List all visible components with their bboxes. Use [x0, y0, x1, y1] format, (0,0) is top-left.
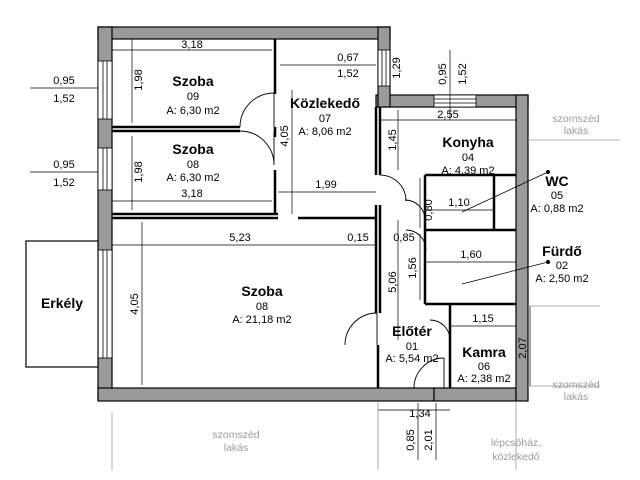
dimension-texts: 3,18 1,98 0,67 1,52 1,29 0,95 1,52 4,05 … [53, 39, 529, 451]
svg-text:szomszéd: szomszéd [552, 113, 599, 125]
svg-text:07: 07 [319, 113, 331, 125]
svg-text:2,55: 2,55 [437, 109, 458, 121]
svg-text:A: 6,30 m2: A: 6,30 m2 [166, 172, 219, 184]
svg-text:A: 0,88 m2: A: 0,88 m2 [530, 203, 583, 215]
svg-text:A: 2,38 m2: A: 2,38 m2 [457, 373, 510, 385]
svg-text:4,05: 4,05 [129, 293, 141, 314]
svg-text:0,80: 0,80 [423, 199, 435, 220]
svg-text:szomszéd: szomszéd [552, 379, 599, 391]
svg-text:1,99: 1,99 [315, 179, 336, 191]
svg-text:5,23: 5,23 [229, 232, 250, 244]
room-label-eloter-01: Előtér 01 A: 5,54 m2 [385, 323, 438, 365]
svg-text:04: 04 [462, 152, 474, 164]
svg-text:06: 06 [478, 361, 490, 373]
svg-text:3,18: 3,18 [181, 39, 202, 51]
svg-text:1,52: 1,52 [53, 177, 74, 189]
svg-text:Konyha: Konyha [442, 134, 494, 150]
room-label-furdo-02: Fürdő 02 A: 2,50 m2 [535, 243, 588, 285]
neighbor-label-right: szomszéd lakás [552, 113, 599, 137]
svg-text:01: 01 [406, 341, 418, 353]
windows [97, 49, 477, 359]
svg-text:0,15: 0,15 [347, 232, 368, 244]
svg-text:0,85: 0,85 [393, 232, 414, 244]
svg-text:Szoba: Szoba [172, 141, 213, 157]
svg-text:1,52: 1,52 [337, 68, 358, 80]
svg-text:02: 02 [556, 260, 568, 272]
svg-text:2,01: 2,01 [423, 429, 435, 450]
svg-text:szomszéd: szomszéd [212, 429, 259, 441]
svg-text:közlekedő: közlekedő [492, 451, 539, 463]
svg-text:A: 4,39 m2: A: 4,39 m2 [441, 165, 494, 177]
room-label-konyha-04: Konyha 04 A: 4,39 m2 [441, 134, 494, 177]
svg-text:Kamra: Kamra [462, 344, 506, 360]
svg-text:05: 05 [551, 190, 563, 202]
neighbor-label-bottom-right: szomszéd lakás [552, 379, 599, 403]
svg-text:A: 2,50 m2: A: 2,50 m2 [535, 273, 588, 285]
svg-text:1,45: 1,45 [387, 129, 399, 150]
balcony-outline [25, 240, 99, 368]
svg-text:3,18: 3,18 [181, 188, 202, 200]
svg-text:5,06: 5,06 [387, 271, 399, 292]
svg-text:08: 08 [256, 301, 268, 313]
svg-text:Szoba: Szoba [172, 73, 213, 89]
svg-text:WC: WC [545, 173, 568, 189]
svg-text:1,98: 1,98 [133, 161, 145, 182]
svg-text:0,95: 0,95 [53, 75, 74, 87]
svg-text:1,60: 1,60 [460, 249, 481, 261]
svg-text:0,85: 0,85 [405, 429, 417, 450]
balcony-label: Erkély [41, 295, 83, 311]
svg-text:1,52: 1,52 [53, 93, 74, 105]
svg-text:1,56: 1,56 [407, 257, 419, 278]
svg-text:lépcsőház,: lépcsőház, [491, 437, 541, 449]
svg-text:A: 21,18 m2: A: 21,18 m2 [232, 314, 291, 326]
svg-text:A: 6,30 m2: A: 6,30 m2 [166, 105, 219, 117]
svg-text:2,07: 2,07 [517, 337, 529, 358]
svg-text:lakás: lakás [564, 125, 589, 137]
svg-text:1,15: 1,15 [472, 313, 493, 325]
svg-text:A: 8,06 m2: A: 8,06 m2 [298, 126, 351, 138]
svg-text:1,29: 1,29 [391, 57, 403, 78]
stairwell-label: lépcsőház, közlekedő [491, 437, 541, 463]
svg-text:lakás: lakás [564, 391, 589, 403]
neighbor-lines [111, 139, 620, 470]
svg-text:4,05: 4,05 [279, 125, 291, 146]
room-label-wc-05: WC 05 A: 0,88 m2 [530, 173, 583, 215]
room-label-szoba-09: Szoba 09 A: 6,30 m2 [166, 73, 219, 117]
svg-text:1,10: 1,10 [448, 197, 469, 209]
svg-text:lakás: lakás [224, 442, 249, 454]
room-label-szoba-08-large: Szoba 08 A: 21,18 m2 [232, 283, 291, 326]
room-label-szoba-08-small: Szoba 08 A: 6,30 m2 [166, 141, 219, 184]
svg-text:1,52: 1,52 [457, 63, 469, 84]
svg-text:09: 09 [187, 91, 199, 103]
svg-text:1,34: 1,34 [409, 408, 430, 420]
room-label-kozlekedo-07: Közlekedő 07 A: 8,06 m2 [290, 95, 360, 138]
svg-text:1,98: 1,98 [133, 69, 145, 90]
svg-text:Közlekedő: Közlekedő [290, 95, 360, 111]
svg-text:0,95: 0,95 [437, 63, 449, 84]
svg-text:0,95: 0,95 [53, 159, 74, 171]
interior-walls [112, 39, 516, 388]
leader-lines [461, 170, 550, 285]
svg-text:Fürdő: Fürdő [542, 243, 582, 259]
svg-text:08: 08 [187, 159, 199, 171]
svg-text:Szoba: Szoba [241, 283, 282, 299]
room-label-kamra-06: Kamra 06 A: 2,38 m2 [457, 344, 510, 385]
svg-text:A: 5,54 m2: A: 5,54 m2 [385, 353, 438, 365]
svg-text:Előtér: Előtér [392, 323, 432, 339]
dimension-lines [30, 39, 531, 460]
svg-text:0,67: 0,67 [337, 52, 358, 64]
neighbor-label-bottom: szomszéd lakás [212, 429, 259, 454]
